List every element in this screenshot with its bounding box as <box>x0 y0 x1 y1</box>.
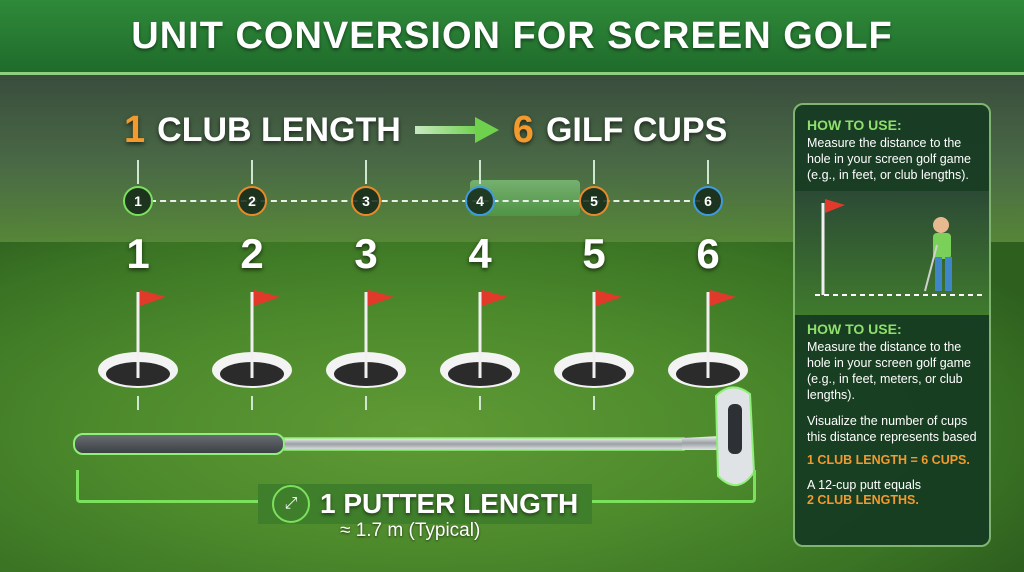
golf-cup-5 <box>552 282 636 412</box>
flag-icon <box>825 199 845 213</box>
marker-circle: 3 <box>351 186 381 216</box>
conversion-headline: 1 CLUB LENGTH 6 GILF CUPS <box>124 108 727 152</box>
panel-highlight-2: 2 CLUB LENGTHS. <box>807 493 919 507</box>
how-to-use-panel: HOW TO USE: Measure the distance to the … <box>793 103 991 547</box>
golfer-illustration <box>795 191 989 315</box>
marker-1: 1 <box>118 160 158 240</box>
ruler-icon: ⤢ <box>272 485 310 523</box>
marker-circle: 1 <box>123 186 153 216</box>
panel-highlight-1: 1 CLUB LENGTH = 6 CUPS. <box>807 453 970 467</box>
golf-cup-6 <box>666 282 750 412</box>
panel-text-4: A 12-cup putt equals <box>807 478 921 492</box>
headline-left-number: 1 <box>124 108 146 151</box>
marker-circle: 6 <box>693 186 723 216</box>
cup-number-1: 1 <box>126 230 150 277</box>
cup-marker-row: 1 2 3 4 5 6 <box>0 160 790 240</box>
marker-5: 5 <box>574 160 614 240</box>
golfer-icon <box>924 217 952 292</box>
golf-cup-3 <box>324 282 408 412</box>
marker-4: 4 <box>460 160 500 240</box>
cup-number-3: 3 <box>354 230 378 277</box>
marker-circle: 2 <box>237 186 267 216</box>
flag-icon <box>710 290 736 306</box>
page-title: UNIT CONVERSION FOR SCREEN GOLF <box>131 14 893 57</box>
dashed-guide-line <box>150 200 700 202</box>
marker-circle: 5 <box>579 186 609 216</box>
headline-left-text: CLUB LENGTH <box>157 110 401 149</box>
cup-number-2: 2 <box>240 230 264 277</box>
flag-icon <box>482 290 508 306</box>
marker-2: 2 <box>232 160 272 240</box>
cup-number-5: 5 <box>582 230 606 277</box>
putter-length-label: ⤢ 1 PUTTER LENGTH <box>258 484 593 524</box>
golf-cup-1 <box>96 282 180 412</box>
headline-right-text: GILF CUPS <box>545 110 728 149</box>
panel-text-1: Measure the distance to the hole in your… <box>807 136 971 182</box>
golf-cup-4 <box>438 282 522 412</box>
flag-icon <box>596 290 622 306</box>
arrow-right-icon <box>413 115 501 145</box>
panel-heading-2: HOW TO USE: <box>807 321 902 337</box>
flag-icon <box>254 290 280 306</box>
title-banner: UNIT CONVERSION FOR SCREEN GOLF <box>0 0 1024 75</box>
marker-6: 6 <box>688 160 728 240</box>
cup-number-4: 4 <box>468 230 492 277</box>
flag-icon <box>368 290 394 306</box>
panel-text-2: Measure the distance to the hole in your… <box>807 340 971 402</box>
cup-number-6: 6 <box>696 230 720 277</box>
headline-right-number: 6 <box>512 108 534 151</box>
panel-text-3: Visualize the number of cups this distan… <box>807 414 977 444</box>
putter-illustration <box>70 380 770 500</box>
marker-3: 3 <box>346 160 386 240</box>
flag-icon <box>140 290 166 306</box>
putter-length-text: 1 PUTTER LENGTH <box>320 488 579 519</box>
golf-cup-2 <box>210 282 294 412</box>
marker-circle: 4 <box>465 186 495 216</box>
putter-length-subtitle: ≈ 1.7 m (Typical) <box>340 520 481 541</box>
panel-heading-1: HOW TO USE: <box>807 117 902 133</box>
